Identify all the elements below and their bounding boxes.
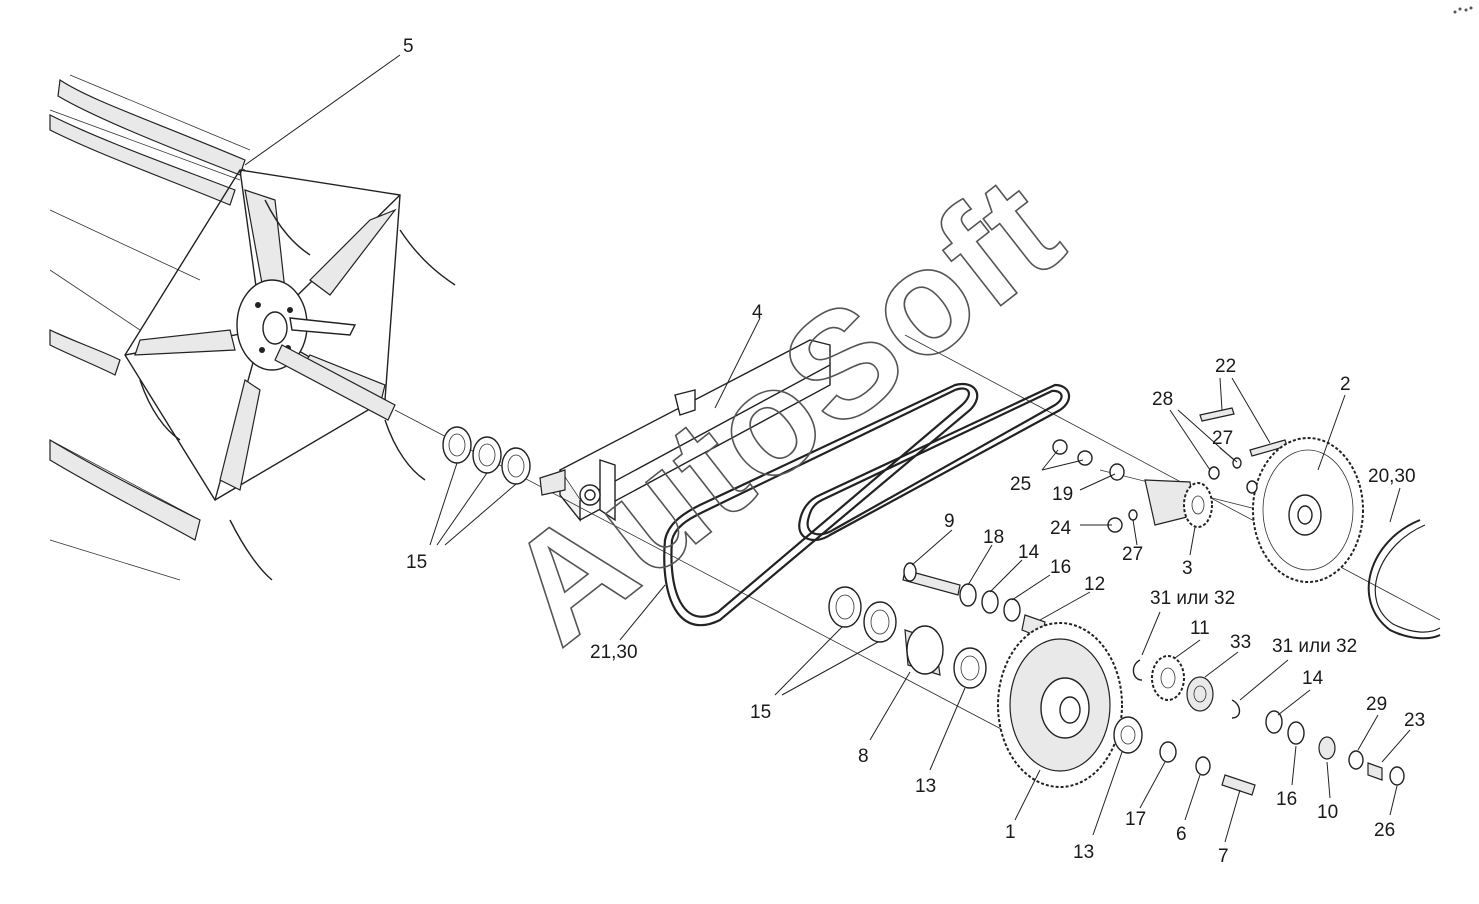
label-31-or-32-lower: 31 или 32 xyxy=(1272,636,1357,657)
label-19: 19 xyxy=(1052,484,1073,505)
label-22: 22 xyxy=(1215,356,1236,377)
corner-mark xyxy=(1453,6,1473,14)
label-2: 2 xyxy=(1340,374,1351,395)
label-28: 28 xyxy=(1152,389,1173,410)
leader-lines xyxy=(244,54,1411,843)
label-8: 8 xyxy=(858,746,869,767)
label-26: 26 xyxy=(1374,820,1395,841)
label-25: 25 xyxy=(1010,474,1031,495)
label-6: 6 xyxy=(1176,824,1187,845)
label-11: 11 xyxy=(1190,618,1210,639)
washers-15-upper xyxy=(442,426,566,496)
label-16-lower: 16 xyxy=(1276,789,1297,810)
label-12: 12 xyxy=(1084,574,1105,595)
label-5: 5 xyxy=(403,36,414,57)
label-29: 29 xyxy=(1366,694,1387,715)
watermark: AutoSoft xyxy=(476,143,1091,675)
label-3: 3 xyxy=(1182,558,1193,579)
label-4: 4 xyxy=(752,302,763,323)
sprocket-1 xyxy=(997,622,1123,788)
frame-bar xyxy=(558,339,831,522)
sprocket-11-group xyxy=(1132,655,1405,786)
label-24: 24 xyxy=(1050,518,1072,539)
label-10: 10 xyxy=(1317,802,1338,823)
label-15-upper: 15 xyxy=(406,552,427,573)
label-16-upper: 16 xyxy=(1050,557,1071,578)
lower-washers xyxy=(828,586,987,689)
bolt-assembly xyxy=(1113,716,1256,796)
label-33: 33 xyxy=(1230,632,1251,653)
sprocket-2 xyxy=(1246,437,1364,583)
label-14-lower: 14 xyxy=(1302,668,1324,689)
label-27-lower: 27 xyxy=(1122,544,1143,565)
reel-assembly xyxy=(49,74,456,581)
label-13-left: 13 xyxy=(915,776,936,797)
label-1: 1 xyxy=(1005,822,1016,843)
sprocket-3-group xyxy=(1052,407,1288,533)
belts xyxy=(663,382,1071,627)
label-17: 17 xyxy=(1125,809,1146,830)
position-labels: 5 4 15 21,30 9 18 14 16 12 15 8 13 1 13 … xyxy=(403,36,1425,867)
chain-20 xyxy=(1367,519,1441,640)
label-7: 7 xyxy=(1218,846,1229,867)
label-31-or-32-upper: 31 или 32 xyxy=(1150,588,1235,609)
label-23: 23 xyxy=(1404,710,1425,731)
label-13-right: 13 xyxy=(1073,842,1094,863)
label-9: 9 xyxy=(944,511,955,532)
label-27-upper: 27 xyxy=(1212,428,1233,449)
label-14-upper: 14 xyxy=(1018,542,1040,563)
label-20-30: 20,30 xyxy=(1368,466,1416,487)
label-18: 18 xyxy=(983,527,1004,548)
label-21-30: 21,30 xyxy=(590,642,638,663)
label-15-lower: 15 xyxy=(750,702,771,723)
